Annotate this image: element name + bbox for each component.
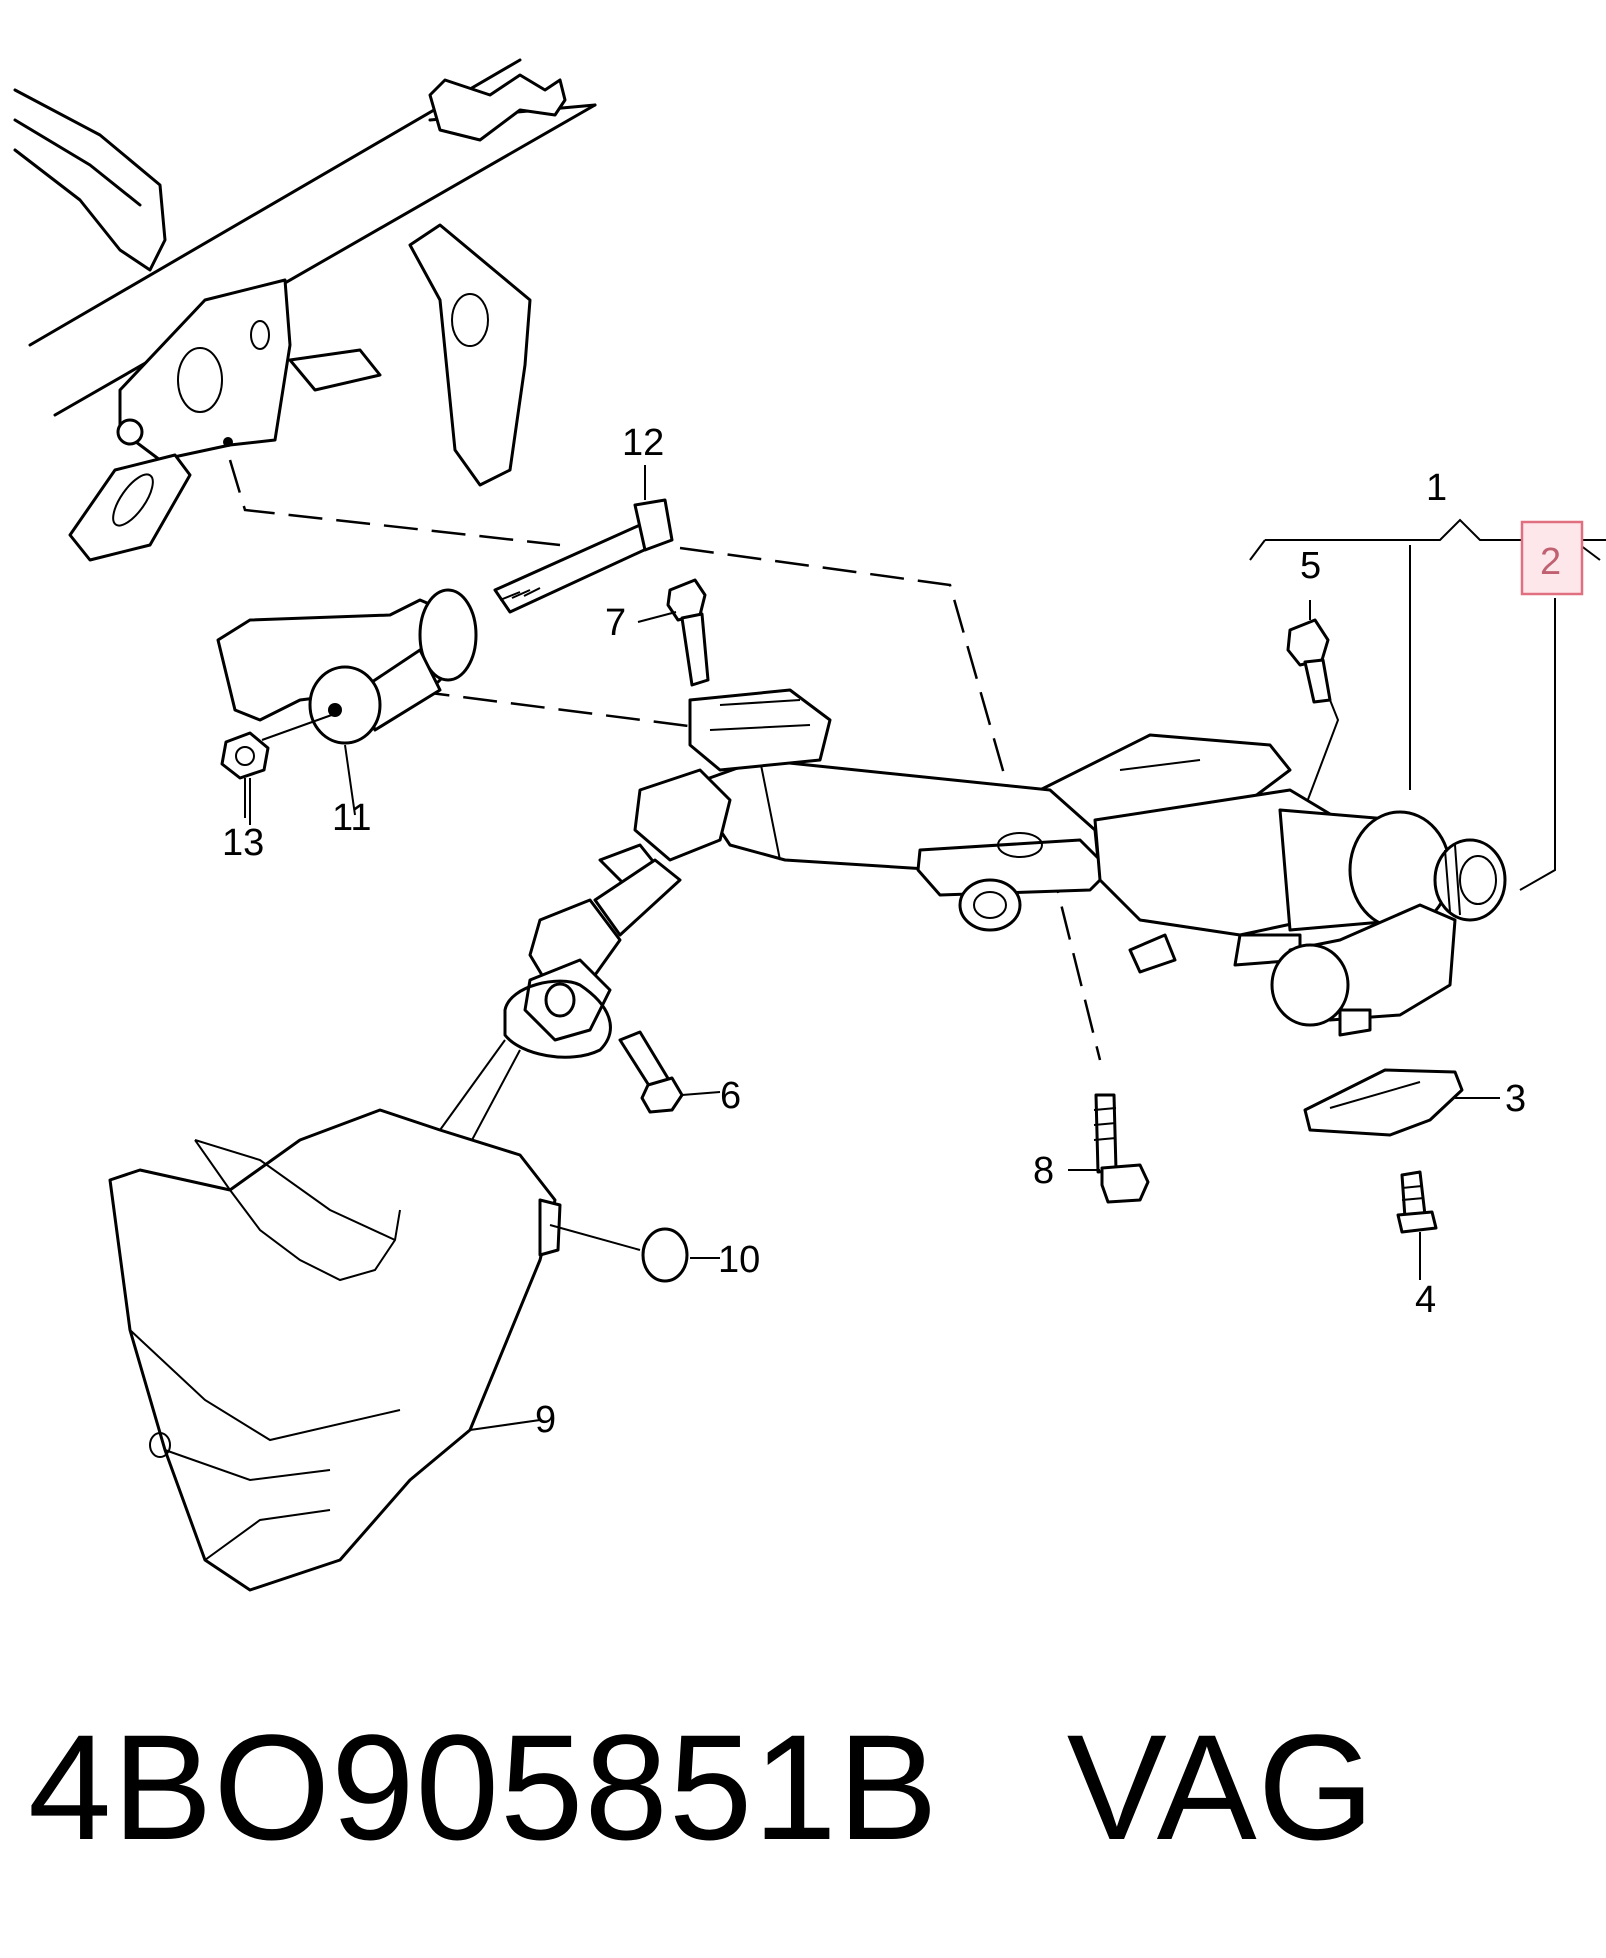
- cover-part-9: [108, 1108, 562, 1592]
- callout-8: 8: [1033, 1150, 1054, 1192]
- callout-1: 1: [1426, 467, 1447, 509]
- part-number-caption: 4BO905851B VAG: [28, 1712, 1375, 1862]
- callout-2: 2: [1540, 541, 1561, 583]
- screw-part-4: [1396, 1170, 1438, 1280]
- callout-3: 3: [1505, 1078, 1526, 1120]
- callout-11: 11: [332, 797, 371, 839]
- bolt-part-8: [1068, 1093, 1150, 1204]
- callout-9: 9: [535, 1399, 556, 1441]
- callout-13: 13: [222, 822, 264, 864]
- cap-part-10: [549, 1224, 720, 1283]
- brand-name: VAG: [1066, 1703, 1376, 1871]
- callout-10: 10: [718, 1239, 760, 1281]
- callout-5: 5: [1300, 545, 1321, 587]
- leader-lines: [249, 465, 1606, 891]
- bolt-part-6: [618, 1030, 721, 1114]
- callout-labels: 1 2 3 4 5 6 7 8 9 10 11 12 13: [222, 422, 1584, 1441]
- callout-4: 4: [1415, 1279, 1436, 1321]
- callout-7: 7: [605, 602, 626, 644]
- nut-part-13: [220, 731, 270, 818]
- plate-part-3: [1303, 1068, 1500, 1137]
- steering-column-part-1: [688, 688, 1507, 1037]
- cross-car-beam: [13, 58, 597, 562]
- callout-6: 6: [720, 1075, 741, 1117]
- callout-2-highlight: [1520, 520, 1584, 596]
- intermediate-shaft-joint: [439, 768, 732, 1201]
- long-bolt-part-12: [493, 498, 674, 614]
- callout-12: 12: [622, 422, 664, 464]
- assembly-guide-lines: [228, 459, 1102, 1061]
- adjust-lever-part-11: [216, 588, 478, 745]
- part-number: 4BO905851B: [28, 1703, 939, 1871]
- bolt-part-7: [637, 578, 710, 687]
